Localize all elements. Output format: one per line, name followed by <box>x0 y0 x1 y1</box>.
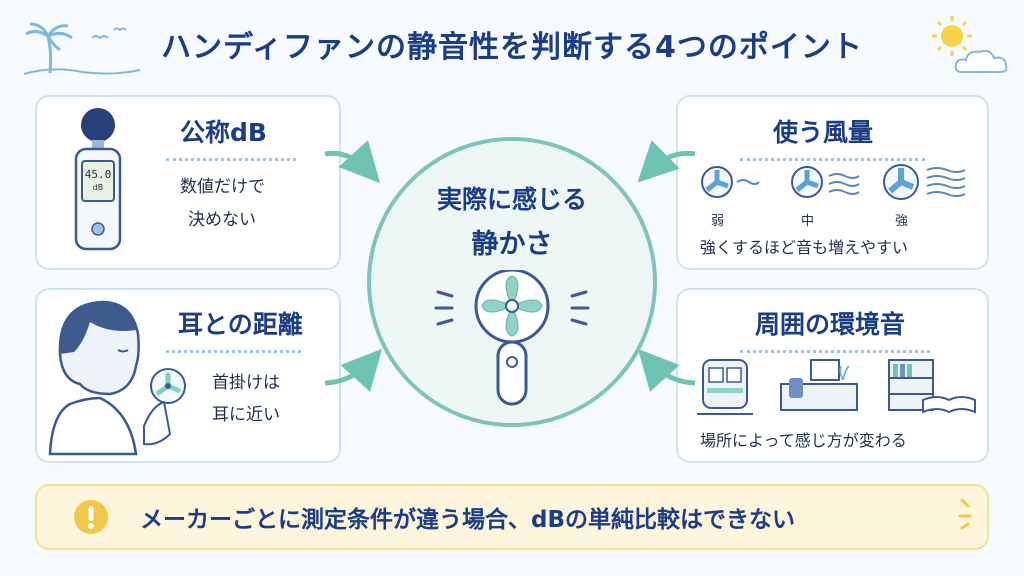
card-airflow-body: 強くするほど音も増えやすい <box>700 238 909 257</box>
title-divider <box>740 350 930 353</box>
card-official-db-line1: 数値だけで <box>180 177 265 197</box>
palm-tree-illustration <box>23 22 141 75</box>
exclamation-icon <box>74 500 108 534</box>
level-medium-label: 中 <box>801 214 815 229</box>
notice-text: メーカーごとに測定条件が違う場合、dBの単純比較はできない <box>140 507 795 533</box>
notice-box <box>35 484 989 550</box>
title-divider <box>166 158 296 161</box>
card-ambient-title: 周囲の環境音 <box>755 310 906 339</box>
train-icon <box>697 359 753 415</box>
card-ear-distance-line1: 首掛けは <box>212 373 280 393</box>
fan-levels-illustration <box>701 164 966 200</box>
bookshelf-icon <box>888 359 976 414</box>
arrow-from-ambient <box>637 348 696 392</box>
meter-reading: 45.0 <box>84 168 112 181</box>
sparkle-icon <box>958 498 972 530</box>
environment-illustration <box>697 359 976 415</box>
card-official-db-line2: 決めない <box>188 210 256 230</box>
fan-icon-strong <box>883 164 919 200</box>
card-ear-distance-title: 耳との距離 <box>178 310 303 339</box>
office-desk-icon <box>780 359 858 411</box>
card-ambient-body: 場所によって感じ方が変わる <box>700 431 907 450</box>
fan-icon-weak <box>701 166 733 198</box>
cloud-icon <box>954 49 1008 73</box>
title-divider <box>740 158 925 161</box>
arrow-from-airflow <box>637 140 696 183</box>
handheld-fan-icon <box>434 270 590 406</box>
card-ear-distance-line2: 耳に近い <box>212 405 280 425</box>
arrow-from-official-db <box>324 140 381 184</box>
sound-meter-icon <box>74 108 122 251</box>
level-weak-label: 弱 <box>711 214 725 229</box>
page-title: ハンディファンの静音性を判断する4つのポイント <box>161 30 863 65</box>
arrow-from-ear-distance <box>324 348 383 392</box>
center-line1: 実際に感じる <box>436 185 587 214</box>
center-line2: 静かさ <box>471 229 553 260</box>
level-strong-label: 強 <box>895 214 909 229</box>
person-with-fan-illustration <box>48 300 186 456</box>
title-divider <box>166 350 301 353</box>
card-airflow-title: 使う風量 <box>773 118 874 147</box>
sun-icon <box>932 16 972 56</box>
meter-unit: dB <box>92 183 104 192</box>
fan-icon-medium <box>791 166 823 198</box>
card-official-db-title: 公称dB <box>180 118 267 147</box>
